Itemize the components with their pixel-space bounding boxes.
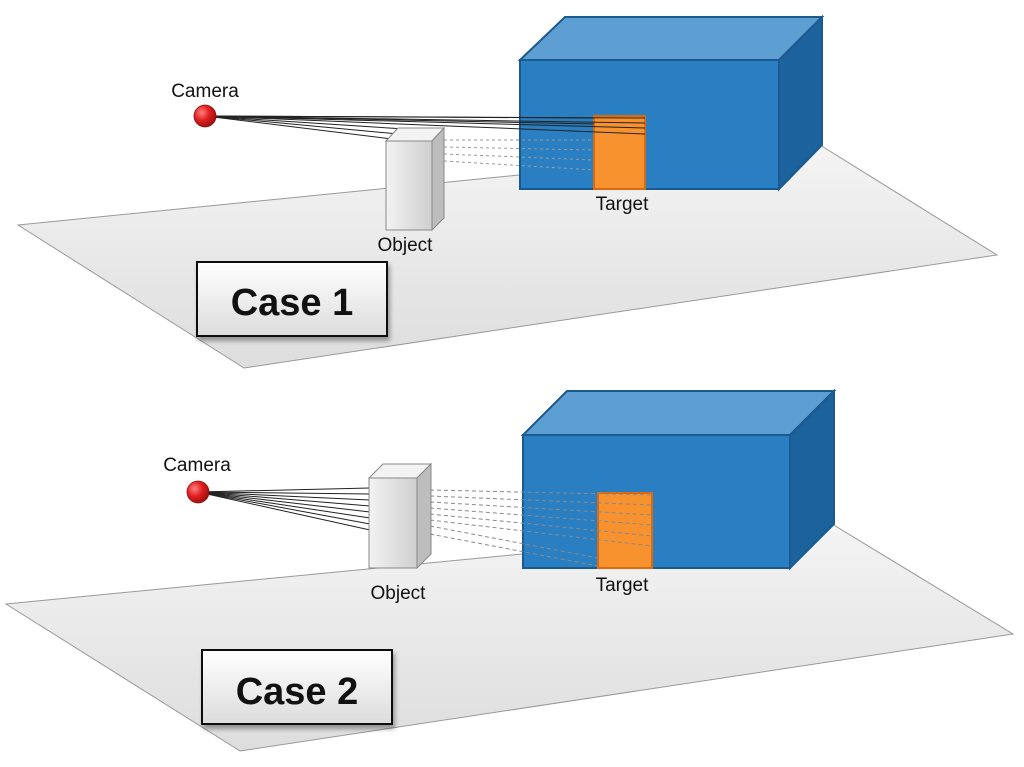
camera-dot: [186, 480, 210, 504]
target-building-box: [520, 388, 837, 571]
case-label-box: [201, 649, 393, 725]
object-box: [384, 126, 446, 232]
panel-case-2: Camera Object Target Case 2: [4, 388, 1015, 752]
box-front-face: [519, 59, 780, 190]
box-front-face: [522, 434, 791, 569]
object-front: [385, 140, 433, 231]
target-label: Target: [596, 194, 650, 215]
camera-dot: [193, 104, 217, 128]
target-rect: [597, 492, 653, 569]
sight-rays: [204, 115, 646, 141]
camera-label: Camera: [171, 81, 239, 102]
box-top-face: [520, 390, 837, 436]
object-label: Object: [378, 235, 434, 256]
occluded-rays: [429, 489, 653, 567]
target-building-box: [517, 14, 825, 192]
object-box: [367, 462, 433, 570]
object-label: Object: [371, 583, 427, 604]
object-front: [368, 477, 418, 569]
case-label-box: [196, 261, 388, 337]
ground-plane: [16, 144, 999, 369]
box-top-face: [517, 16, 825, 61]
case-label: Case 2: [236, 671, 359, 713]
ground-plane: [4, 523, 1015, 752]
sight-rays: [197, 487, 371, 531]
occluded-rays: [443, 139, 595, 171]
case-label: Case 1: [231, 282, 354, 324]
camera-label: Camera: [163, 455, 231, 476]
panel-case-1: Camera Object Target Case 1: [16, 14, 999, 369]
object-side: [431, 126, 445, 232]
target-label: Target: [596, 575, 650, 596]
object-side: [416, 462, 432, 570]
